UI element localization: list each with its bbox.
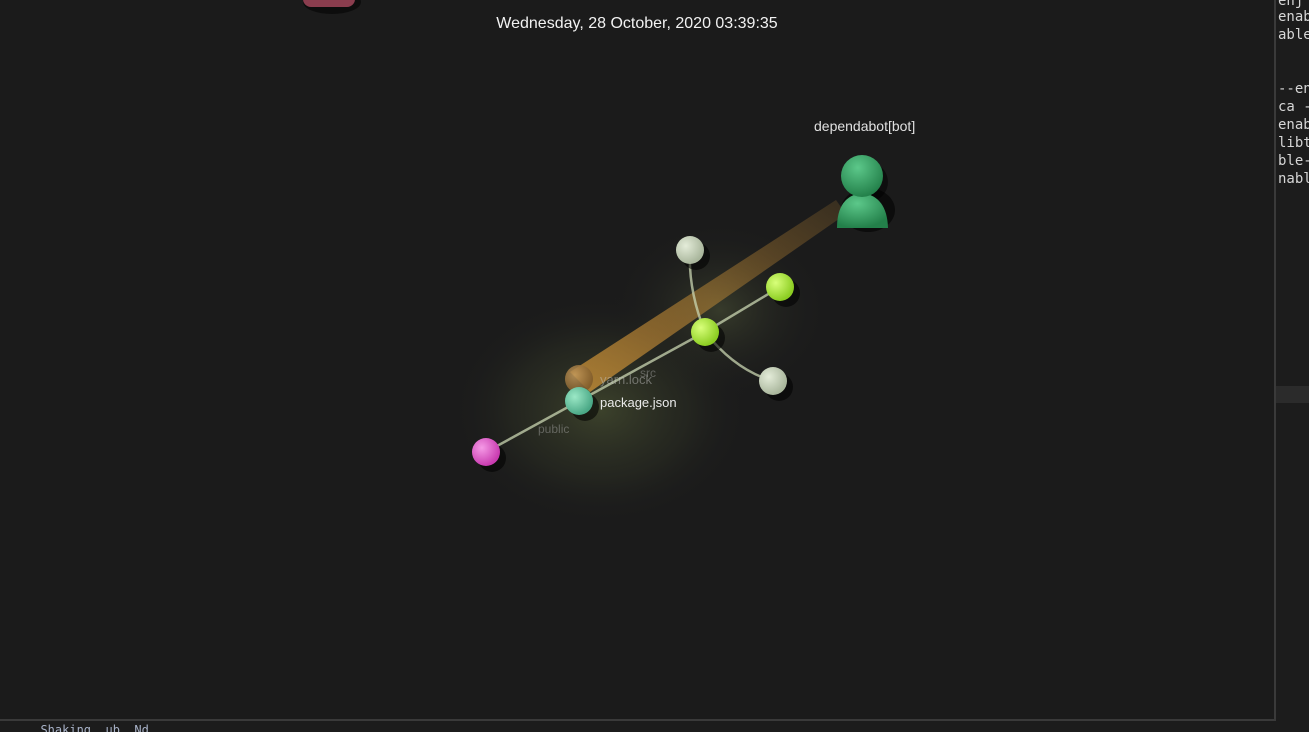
terminal-line: ble- bbox=[1278, 153, 1309, 169]
terminal-line: enab bbox=[1278, 117, 1309, 133]
file-node-pale-top[interactable] bbox=[676, 236, 704, 264]
file-label-yarn-lock: yarn.lock bbox=[600, 372, 653, 387]
terminal-line: libt bbox=[1278, 135, 1309, 151]
offscreen-user-avatar bbox=[303, 0, 361, 14]
user-avatar[interactable] bbox=[837, 155, 895, 232]
terminal-line: --en bbox=[1278, 81, 1309, 97]
bottom-status-strip: Shaking ub Nd bbox=[0, 721, 1274, 732]
repository-graph bbox=[303, 0, 895, 525]
timestamp: Wednesday, 28 October, 2020 03:39:35 bbox=[496, 15, 778, 32]
file-node-package-json[interactable] bbox=[565, 387, 593, 415]
side-terminal-panel[interactable]: enj enab able --en ca - enab libt ble- n… bbox=[1276, 0, 1309, 732]
file-node-pale-bottom[interactable] bbox=[759, 367, 787, 395]
terminal-line: enab bbox=[1278, 9, 1309, 25]
file-node-green-center[interactable] bbox=[691, 318, 719, 346]
terminal-line: nabl bbox=[1278, 171, 1309, 187]
terminal-cursor-line bbox=[1276, 386, 1309, 403]
bottom-strip-text: Shaking ub Nd bbox=[26, 723, 149, 732]
file-node-yarn-lock[interactable] bbox=[565, 365, 593, 393]
directory-label-public: public bbox=[538, 422, 570, 436]
file-node-magenta[interactable] bbox=[472, 438, 500, 466]
edge-root bbox=[578, 330, 706, 403]
directory-label-src: src bbox=[640, 366, 656, 380]
file-node-green-right[interactable] bbox=[766, 273, 794, 301]
file-label-package-json: package.json bbox=[600, 395, 677, 410]
user-name-label: dependabot[bot] bbox=[814, 118, 916, 134]
edge-src-a bbox=[704, 285, 781, 334]
terminal-line: ca - bbox=[1278, 99, 1309, 115]
terminal-line: enj bbox=[1278, 0, 1304, 9]
terminal-line: able bbox=[1278, 27, 1309, 43]
visualization-window[interactable]: Wednesday, 28 October, 2020 03:39:35 dep… bbox=[0, 0, 1276, 721]
action-beam bbox=[570, 200, 846, 392]
edge-public bbox=[485, 399, 580, 454]
